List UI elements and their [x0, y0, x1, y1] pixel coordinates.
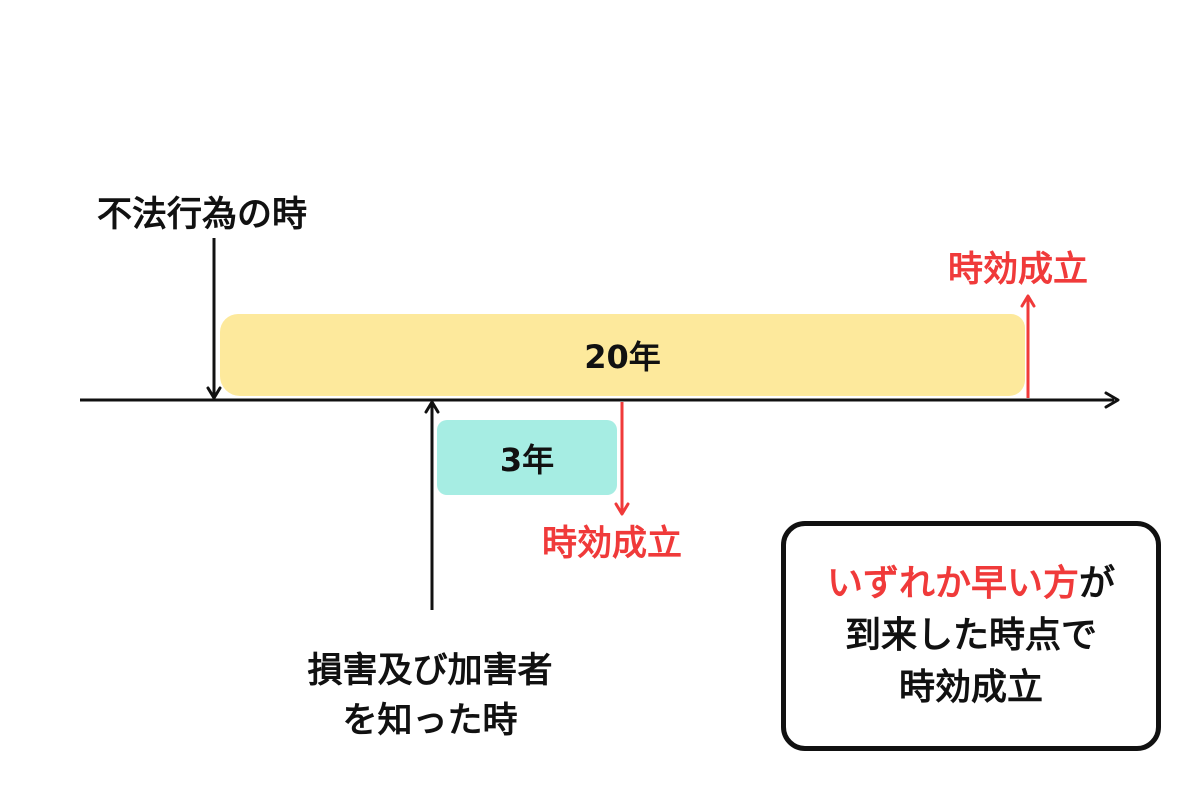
knowledge-event-label-line2: を知った時 [342, 701, 518, 741]
summary-note-box: いずれか早い方が 到来した時点で 時効成立 [781, 521, 1161, 751]
period-bar-20-label: 20年 [584, 338, 661, 376]
period-bar-20-years: 20年 [220, 314, 1025, 396]
period-bar-3-label: 3年 [499, 440, 555, 479]
start-event-label: 不法行為の時 [97, 195, 308, 235]
expiry-3-arrow [614, 402, 630, 516]
expiry-20-arrow [1020, 294, 1036, 398]
summary-note-line1: いずれか早い方が [827, 558, 1115, 610]
timeline-axis [80, 391, 1120, 409]
knowledge-event-label-line1: 損害及び加害者 [307, 651, 553, 691]
period-bar-3-years: 3年 [437, 420, 617, 495]
expiry-3-label: 時効成立 [542, 524, 683, 564]
expiry-20-label: 時効成立 [948, 250, 1089, 290]
summary-note-line3: 時効成立 [898, 667, 1043, 708]
knowledge-arrow [424, 400, 440, 610]
knowledge-event-label: 損害及び加害者 を知った時 [230, 646, 630, 746]
summary-note-highlight: いずれか早い方 [826, 563, 1079, 604]
summary-note-line2: 到来した時点で [844, 615, 1097, 656]
start-arrow [206, 238, 222, 400]
summary-note-line1-rest: が [1079, 563, 1116, 604]
